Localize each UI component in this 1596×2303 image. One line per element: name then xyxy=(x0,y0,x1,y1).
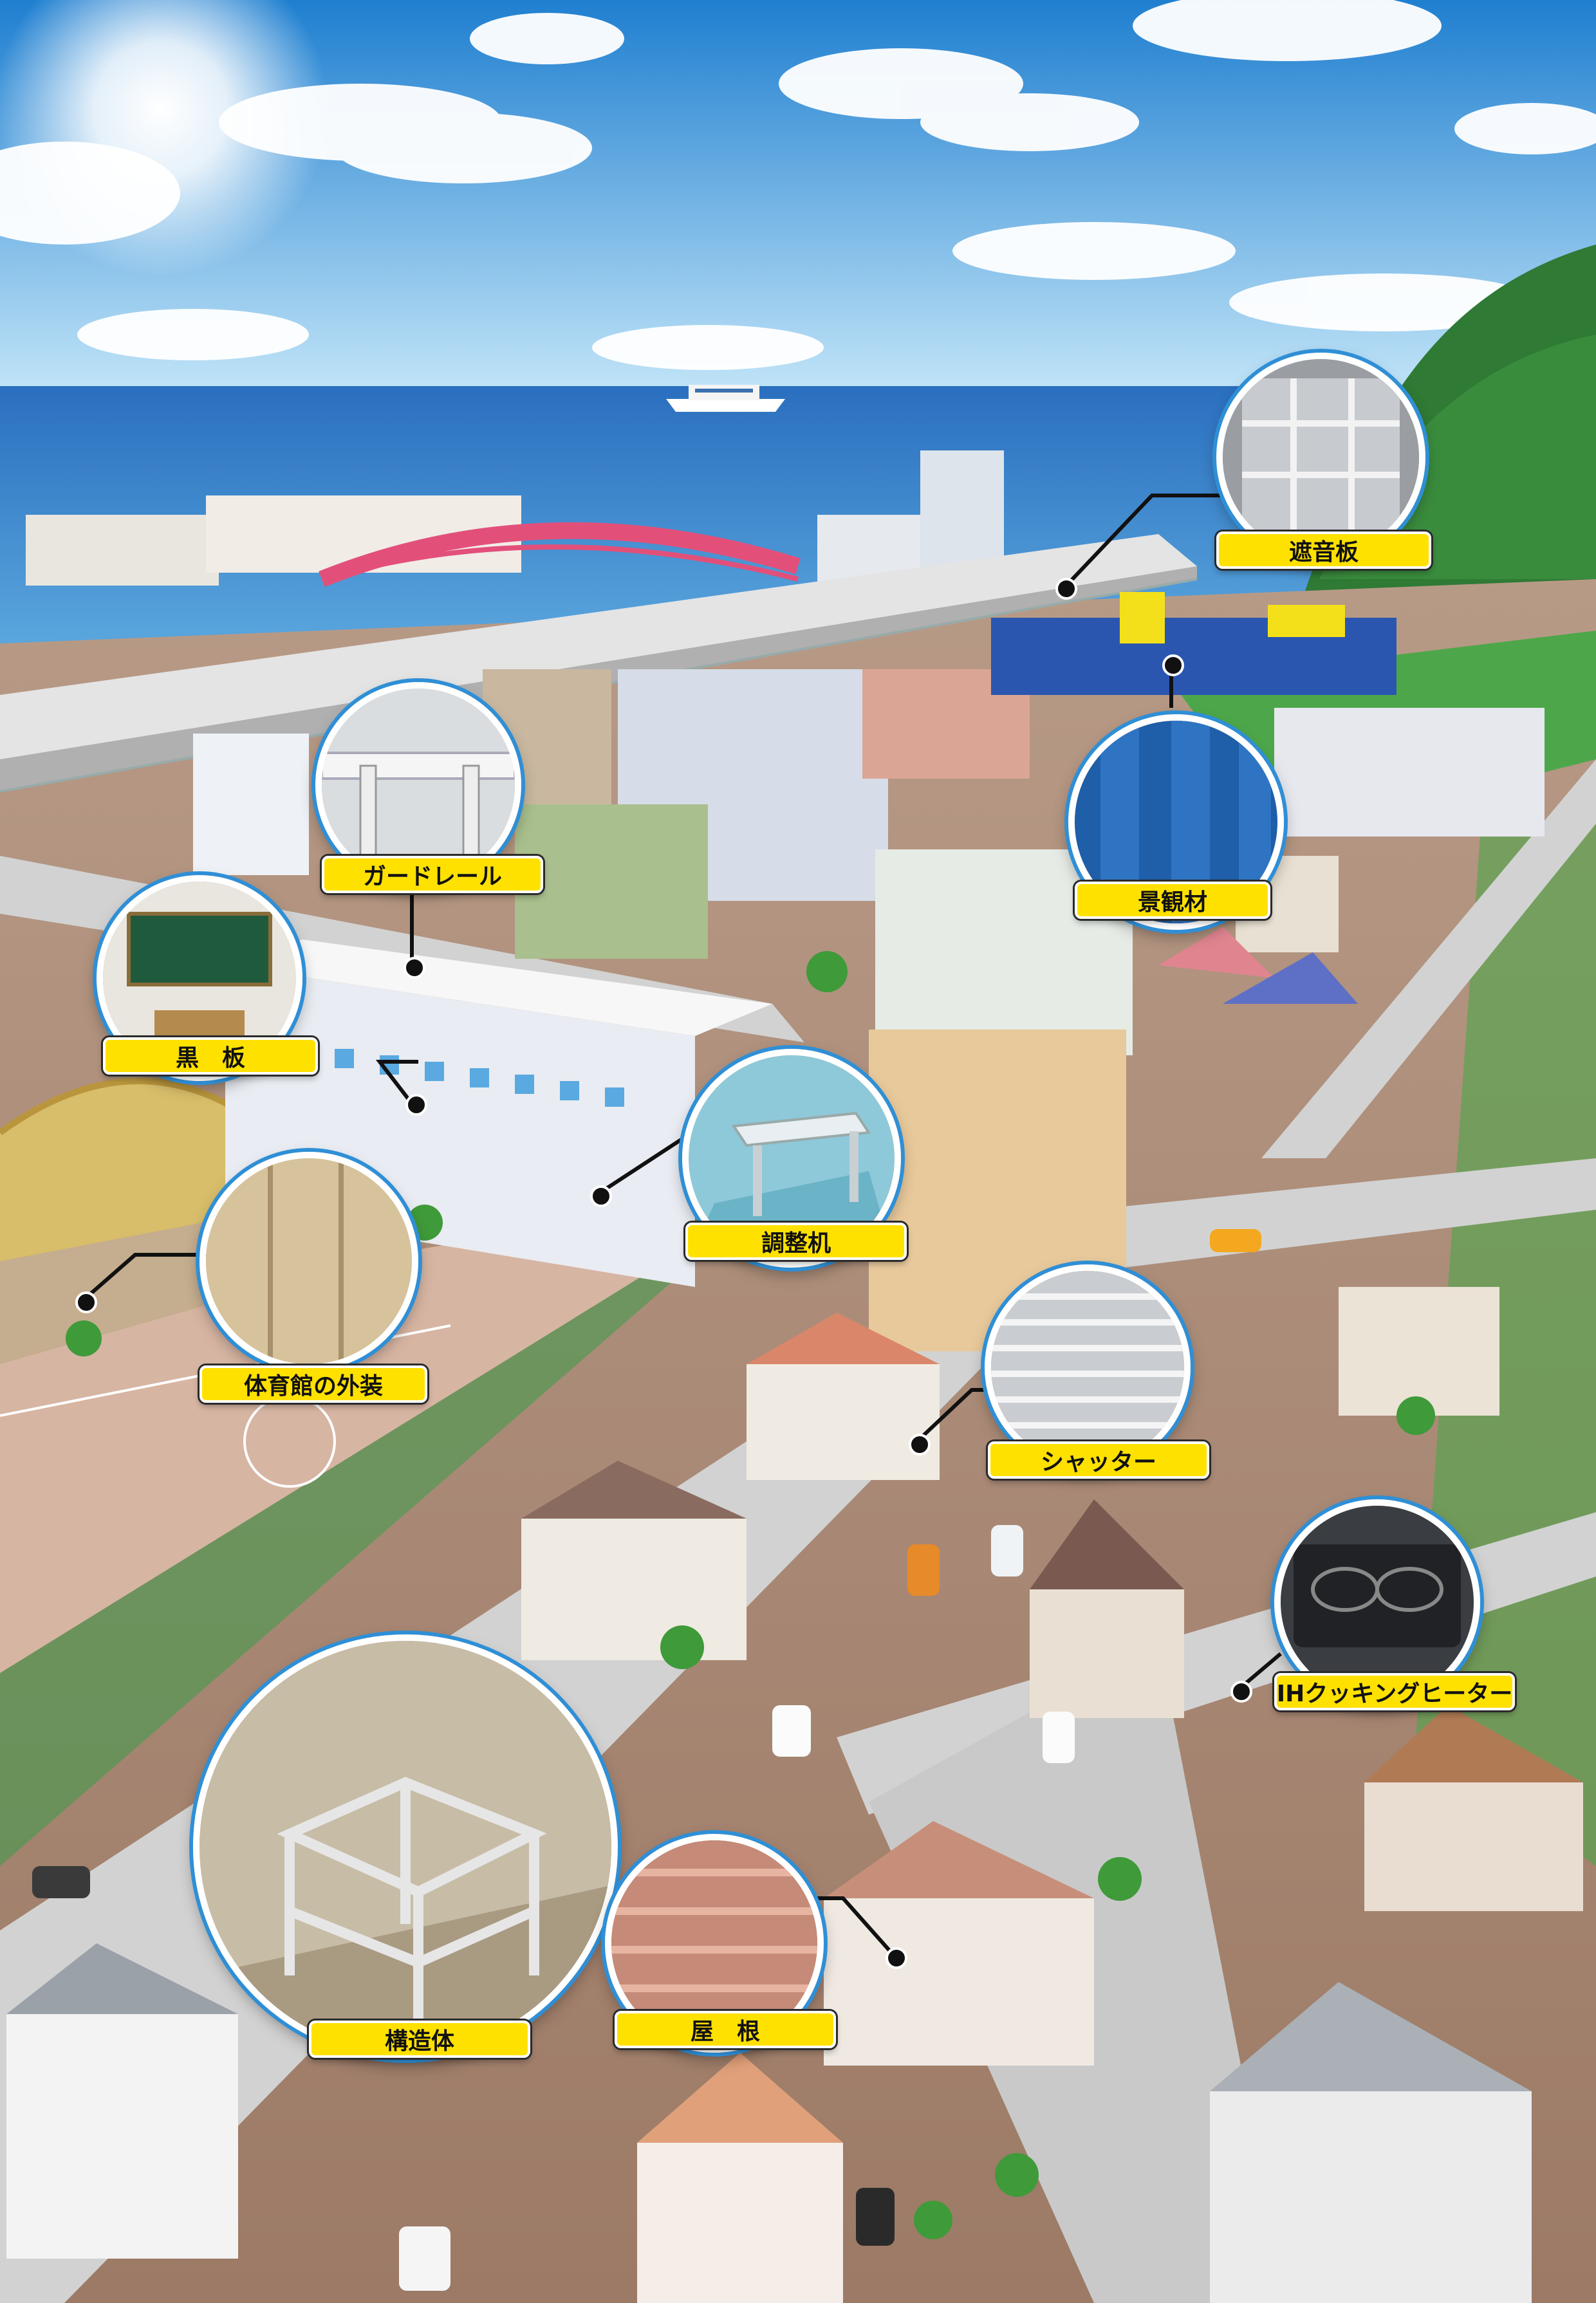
school-ground xyxy=(0,1223,708,1673)
steel-frame-icon xyxy=(200,1641,611,2053)
guardrail-lens xyxy=(315,682,521,888)
leader-lines xyxy=(82,494,1282,1957)
cars xyxy=(32,1229,1261,2291)
clouds xyxy=(0,0,1596,370)
shutter-marker xyxy=(909,1434,931,1456)
guardrail-label: ガードレール xyxy=(322,856,543,893)
ih-cooking-heater-lens xyxy=(1274,1499,1480,1705)
soundproof-wall-marker xyxy=(1055,578,1077,600)
gym-exterior-label: 体育館の外装 xyxy=(200,1365,427,1403)
adjustable-desk-label: 調整机 xyxy=(685,1223,907,1260)
ih-stove-icon xyxy=(1281,1506,1474,1699)
roof-marker xyxy=(886,1947,907,1969)
roof-label: 屋 根 xyxy=(615,2011,836,2048)
guardrail-icon xyxy=(322,689,515,882)
adjustable-desk-marker xyxy=(590,1185,612,1207)
ih-cooking-heater-marker xyxy=(1230,1681,1252,1703)
wall-panel-icon xyxy=(206,1158,412,1364)
ferry xyxy=(666,385,785,412)
landscape-material-marker xyxy=(1162,654,1184,676)
soundproof-wall-lens xyxy=(1216,353,1425,562)
shutter-lens xyxy=(985,1264,1191,1470)
shutter-label: シャッター xyxy=(988,1441,1209,1479)
guardrail-marker xyxy=(404,957,425,979)
blackboard-label: 黒 板 xyxy=(103,1037,318,1075)
blackboard-marker xyxy=(405,1094,427,1116)
houses xyxy=(6,856,1583,2303)
trees xyxy=(66,951,1435,2239)
office-buildings xyxy=(193,592,1545,1351)
structure-lens xyxy=(193,1634,618,2059)
soundproof-panel-icon xyxy=(1223,359,1419,555)
soundproof-wall-label: 遮音板 xyxy=(1216,532,1431,569)
gymnasium xyxy=(0,1078,273,1364)
ih-cooking-heater-label: IHクッキングヒーター xyxy=(1274,1673,1515,1710)
pink-arch-bridge xyxy=(319,522,801,587)
gym-exterior-lens xyxy=(200,1152,418,1371)
landscape-material-label: 景観材 xyxy=(1075,882,1270,919)
structure-label: 構造体 xyxy=(309,2021,530,2058)
gym-exterior-marker xyxy=(75,1291,97,1313)
shutter-icon xyxy=(991,1271,1184,1464)
